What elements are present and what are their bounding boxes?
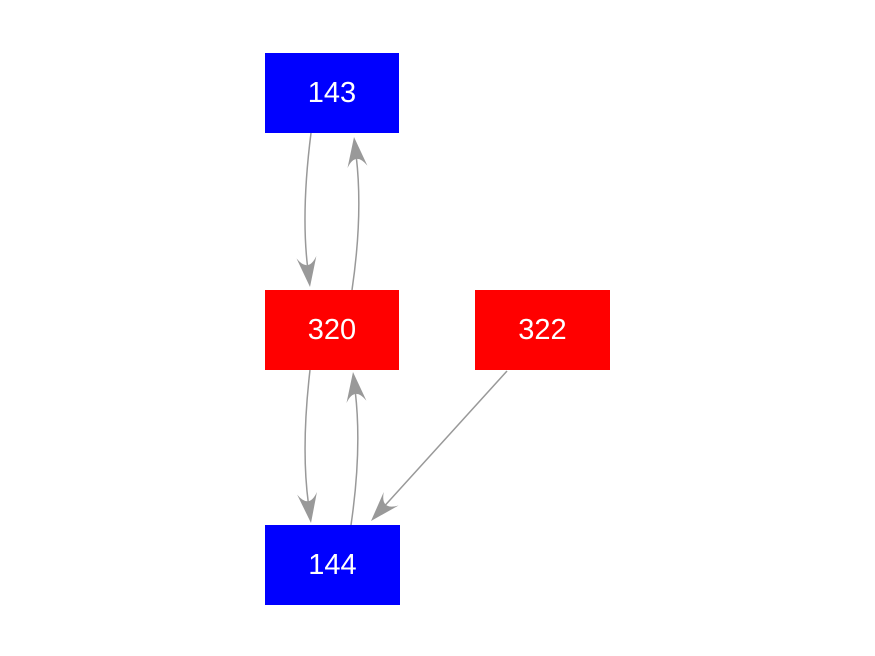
edge-line — [350, 391, 359, 526]
node-143[interactable]: 143 — [265, 53, 399, 133]
node-322-label: 322 — [518, 313, 567, 346]
node-320-label: 320 — [307, 313, 357, 346]
node-320[interactable]: 320 — [265, 290, 399, 370]
edge-line — [304, 369, 311, 504]
arrowhead-icon — [347, 137, 368, 168]
node-143-label: 143 — [307, 76, 357, 109]
edge-320-144 — [297, 369, 317, 523]
arrowhead-icon — [371, 492, 399, 521]
node-144-label: 144 — [308, 548, 357, 581]
edge-line — [351, 156, 360, 291]
edge-143-320 — [296, 132, 317, 287]
arrowhead-icon — [297, 491, 317, 523]
node-144[interactable]: 144 — [265, 525, 400, 605]
arrowhead-icon — [296, 256, 317, 287]
edge-320-143 — [347, 137, 368, 291]
node-322[interactable]: 322 — [475, 290, 610, 370]
edge-144-320 — [346, 372, 367, 526]
arrowhead-icon — [346, 372, 367, 403]
edge-322-144 — [371, 370, 508, 521]
edge-line — [304, 132, 312, 268]
edge-line — [383, 370, 508, 507]
